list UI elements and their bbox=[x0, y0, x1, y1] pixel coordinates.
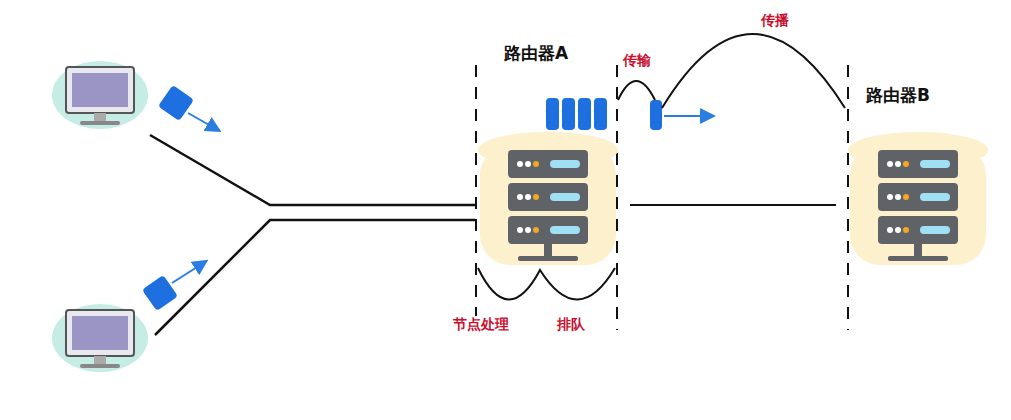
delay-label: 节点处理 bbox=[452, 316, 510, 334]
router-title: 路由器A bbox=[504, 42, 568, 65]
delay-label: 传播 bbox=[760, 12, 790, 30]
router-node: 路由器B bbox=[856, 80, 980, 270]
delay-label: 排队 bbox=[556, 316, 586, 334]
delay-label: 传输 bbox=[622, 52, 652, 70]
router-node: 路由器A bbox=[484, 38, 616, 270]
link-line bbox=[630, 204, 836, 206]
router-title: 路由器B bbox=[866, 84, 930, 107]
